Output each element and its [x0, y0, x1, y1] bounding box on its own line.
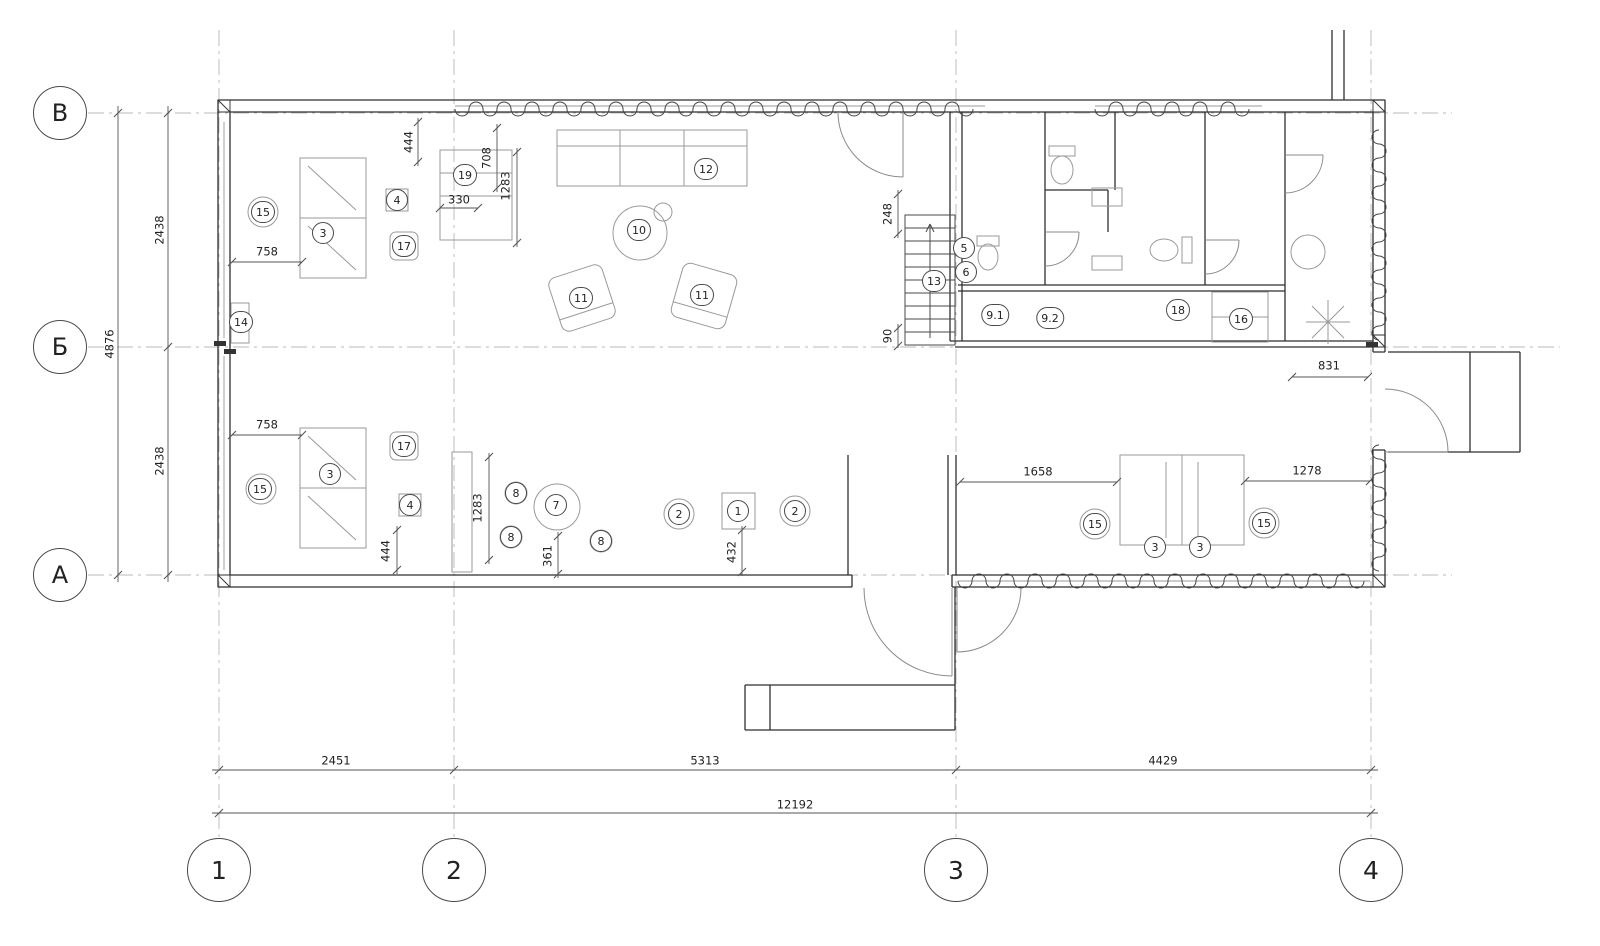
armchair	[670, 262, 738, 330]
chair	[389, 431, 419, 461]
shower	[1290, 234, 1326, 270]
round-table	[612, 205, 668, 261]
desk-bottom-right	[1119, 454, 1245, 546]
counter	[1211, 291, 1269, 343]
toilet	[1050, 155, 1074, 185]
small-table	[653, 202, 673, 222]
door-swings	[837, 111, 1449, 677]
plant	[1306, 300, 1350, 344]
grid-lines	[88, 30, 1560, 842]
chair	[245, 473, 277, 505]
stair	[904, 214, 956, 346]
dimension-ticks	[113, 108, 1376, 818]
armchair	[548, 264, 616, 332]
sink	[1091, 187, 1123, 207]
sink	[1091, 255, 1123, 271]
desk-bottom-left	[299, 427, 367, 549]
side-table	[504, 481, 528, 505]
sofa	[556, 129, 748, 187]
side-table	[589, 529, 613, 553]
armchair	[663, 498, 695, 530]
counter	[451, 451, 473, 573]
side-table	[499, 525, 523, 549]
cabinet	[439, 149, 513, 241]
chair	[1248, 507, 1280, 539]
chair	[247, 196, 279, 228]
panel	[230, 302, 250, 344]
desk-top-left	[299, 157, 367, 279]
chair	[389, 231, 419, 261]
toilet	[977, 243, 999, 271]
corner-hatches	[217, 99, 1386, 588]
reception-table	[533, 483, 581, 531]
chair	[1079, 508, 1111, 540]
walls	[214, 30, 1521, 731]
toilet	[1149, 238, 1179, 262]
dimension-lines	[113, 106, 1378, 818]
armchair	[779, 495, 811, 527]
furniture	[230, 129, 1350, 573]
insulation-lines	[454, 101, 1387, 589]
pedestal	[385, 188, 409, 212]
coffee-table	[721, 492, 756, 530]
pedestal	[398, 493, 422, 517]
